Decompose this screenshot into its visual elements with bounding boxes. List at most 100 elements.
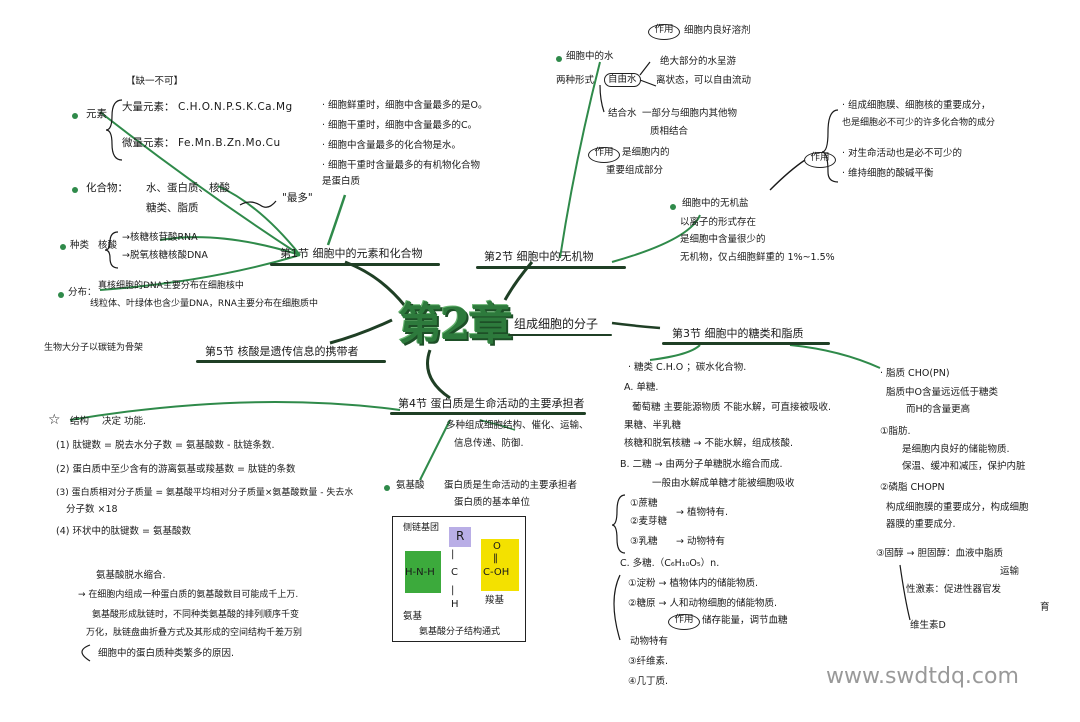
s2-inorganic-label: 细胞中的无机盐 [682,198,749,209]
s3-sterol-line3: 育 [1040,602,1050,613]
s1-elements-label: 元素 [86,108,107,120]
s4-diversity-line2: 氨基酸形成肽链时，不同种类氨基酸的排列顺序千变 [92,610,300,620]
s1-macro-label: 大量元素： [122,101,175,113]
s3-fat-line1: 是细胞内良好的储能物质. [902,444,1010,455]
s3-lipid-line2: 而H的含量更高 [906,404,971,415]
s2-bound-line1: 一部分与细胞内其他物 [642,108,738,119]
amino-label: 氨基 [403,611,423,622]
bullet-dot [60,244,66,250]
s2-water-label: 细胞中的水 [566,51,614,62]
section-5-title: 第5节 核酸是遗传信息的携带者 [205,345,359,358]
chapter-title: 第2章 [398,299,513,350]
section-1-underline [270,263,440,266]
s4-structure-label: 结构 [70,416,90,427]
s5-carbon-skeleton: 生物大分子以碳链为骨架 [44,343,144,353]
s5-types-label: 种类 [70,240,90,251]
s5-distribution-line1: 真核细胞的DNA主要分布在细胞核中 [98,281,244,291]
s3-fat-label: ①脂肪. [880,426,911,437]
s2-salt-role-2: 也是细胞必不可少的许多化合物的成分 [842,118,996,128]
s4-structure-rule: 决定 功能. [102,416,147,427]
s4-function-line2: 信息传递、防御. [454,438,524,449]
bullet-dot [670,204,676,210]
s2-role2-line2: 重要组成部分 [606,165,664,176]
s3-di-lactose: ③乳糖 [630,536,658,547]
s1-macro-elements: C.H.O.N.P.S.K.Ca.Mg [178,101,293,113]
s3-di-line1: 一般由水解成单糖才能被细胞吸收 [652,478,795,489]
bullet-dot [72,113,78,119]
s4-diversity-line3: 万化，肽链盘曲折叠方式及其形成的空间结构千差万别 [86,628,303,638]
s2-role-oval: 作用 [648,24,680,40]
amino-group: H-N-H [405,567,435,578]
bullet-dot [384,485,390,491]
s2-free-line2: 离状态，可以自由流动 [656,75,752,86]
s3-polysaccharide-label: C. 多糖.（C₆H₁₀O₅）n. [620,558,720,569]
s5-distribution-label: 分布： [68,287,97,298]
s3-phospho-line1: 构成细胞膜的重要成分，构成细胞 [886,502,1029,513]
s1-fact-3: · 细胞中含量最多的化合物是水。 [322,140,462,151]
subtitle-underline [508,334,612,336]
carboxyl-highlight [481,539,519,591]
s3-poly-starch: ①淀粉 → 植物体内的储能物质. [628,578,759,589]
s1-most-label: "最多" [282,192,313,204]
s3-sterol-label: ③固醇 → 胆固醇：血液中脂质 [876,548,1004,559]
s3-lipid-line1: 脂质中O含量远远低于糖类 [886,387,998,398]
bullet-dot [58,292,64,298]
s5-nucleic-label: 核酸 [98,240,118,251]
s5-distribution-line2: 线粒体、叶绿体也含少量DNA，RNA主要分布在细胞质中 [90,299,318,309]
s4-amino-acid-label: 氨基酸 [396,480,425,491]
carboxyl-group: C-OH [483,567,510,578]
side-chain-highlight [449,527,471,547]
structure-caption: 氨基酸分子结构通式 [419,627,501,637]
carboxyl-label: 羧基 [485,595,505,606]
s2-bound-line2: 质相结合 [650,126,689,137]
s3-mono-line1: 葡萄糖 主要能源物质 不能水解，可直接被吸收. [632,402,832,413]
s3-poly-chitin: ④几丁质. [628,676,669,687]
s1-micro-elements: Fe.Mn.B.Zn.Mo.Cu [178,137,281,149]
section-3-underline [662,342,830,345]
section-4-underline [390,412,586,415]
bond-down: | [451,585,455,596]
s3-poly-glycogen: ②糖原 → 人和动物细胞的储能物质. [628,598,778,609]
s3-role-text: 储存能量，调节血糖 [702,615,788,626]
s2-role3-oval: 作用 [804,152,836,168]
s2-salt-role-4: · 维持细胞的酸碱平衡 [842,168,934,179]
section-3-title: 第3节 细胞中的糖类和脂质 [672,327,804,340]
s3-mono-line2: 果糖、半乳糖 [624,420,682,431]
section-4-title: 第4节 蛋白质是生命活动的主要承担者 [398,397,585,410]
s3-fat-line2: 保温、缓冲和减压，保护内脏 [902,461,1026,472]
section-2-title: 第2节 细胞中的无机物 [484,250,594,263]
s3-phospho-line2: 器膜的重要成分. [886,519,956,530]
s3-sugar-title: · 糖类 C.H.O ；碳水化合物. [628,362,747,373]
s2-inorganic-line1: 以离子的形式存在 [680,217,757,228]
s4-diversity-line4: 细胞中的蛋白质种类繁多的原因. [98,648,235,659]
s3-animal-only: 动物特有 [630,636,669,647]
star-icon: ☆ [48,412,61,428]
s1-fact-5: 是蛋白质 [322,176,361,187]
bullet-dot [556,56,562,62]
s3-sterol-line2: 性激素：促进性器官发 [906,584,1002,595]
s4-aa-line1: 蛋白质是生命活动的主要承担者 [444,480,578,491]
s2-salt-role-3: · 对生命活动也是必不可少的 [842,148,963,159]
s5-rna: →核糖核苷酸RNA [122,232,198,243]
s2-free-water: 自由水 [604,73,641,87]
s2-inorganic-line3: 无机物，仅占细胞鲜重的 1%~1.5% [680,252,835,263]
hydrogen: H [451,599,459,610]
carboxyl-oxygen: O [493,541,501,552]
central-carbon: C [451,567,458,578]
bullet-dot [72,187,78,193]
s3-di-plant: → 植物特有. [676,507,728,518]
s4-formula-3: (3) 蛋白质相对分子质量 = 氨基酸平均相对分子质量×氨基酸数量 - 失去水 [56,488,354,498]
s3-lipid-title: · 脂质 CHO(PN) [880,368,950,379]
s3-role-oval: 作用 [668,614,700,630]
s1-fact-2: · 细胞干重时，细胞中含量最多的C。 [322,120,478,131]
section-2-underline [476,266,626,269]
s1-fact-4: · 细胞干重时含量最多的有机物化合物 [322,160,481,171]
watermark: www.swdtdq.com [826,664,1019,689]
s2-role-text: 细胞内良好溶剂 [684,25,751,36]
s4-diversity-line1: → 在细胞内组成一种蛋白质的氨基酸数目可能成千上万. [78,590,299,600]
s3-di-maltose: ②麦芽糖 [630,516,668,527]
s4-function-line1: 多种组成细胞结构、催化、运输、 [446,420,589,431]
amino-acid-structure-box: 侧链基团 R H-N-H C | | H O ‖ C-OH 氨基 羧基 氨基酸分… [392,516,526,642]
s3-sterol-line1: 运输 [1000,566,1020,577]
